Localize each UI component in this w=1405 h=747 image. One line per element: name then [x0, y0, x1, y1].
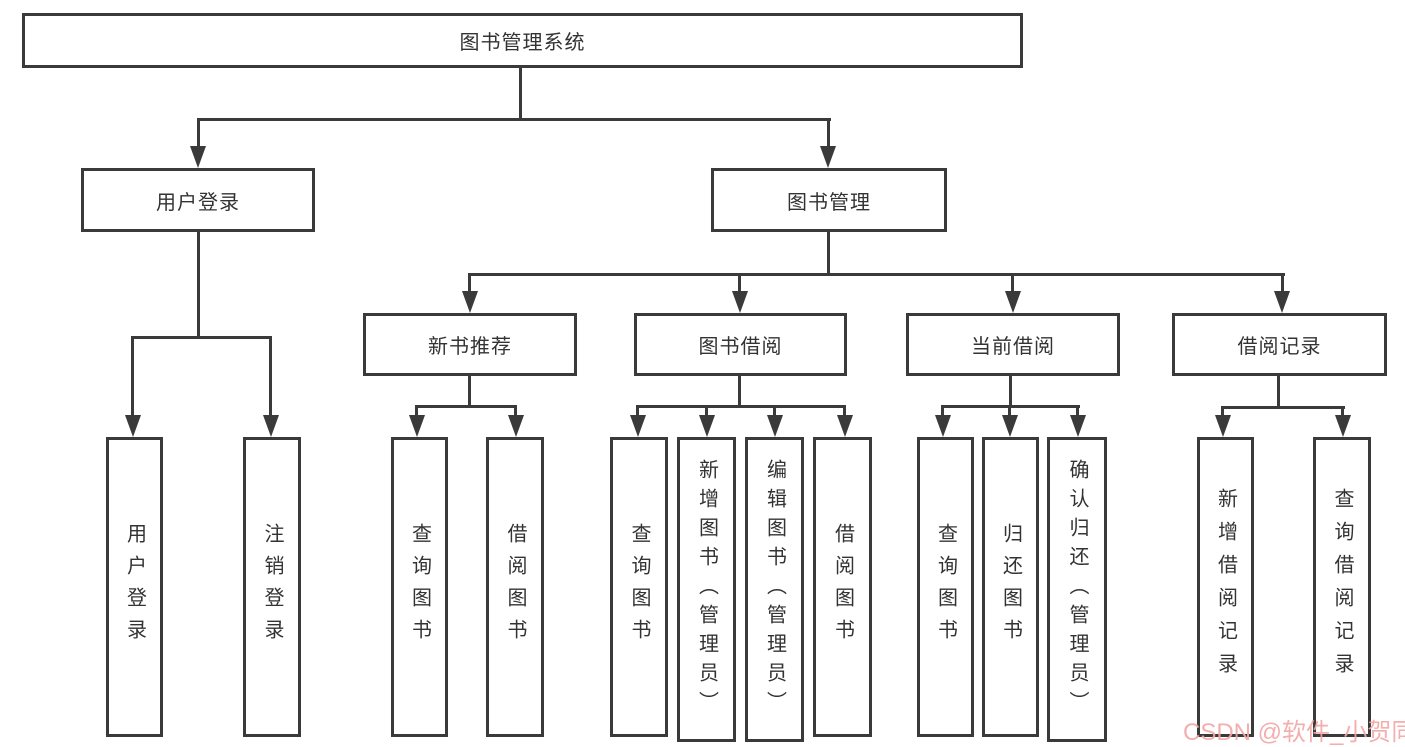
connector-book-borrowing-stub	[738, 376, 741, 408]
arrowhead	[767, 415, 783, 437]
connector-new-book-stub	[468, 376, 471, 408]
arrowhead	[508, 415, 524, 437]
leaf-edit-books-admin: 编辑图书（管理员）	[745, 437, 804, 742]
leaf-user-login: 用户登录	[106, 437, 163, 737]
leaf-label: 借阅图书	[504, 523, 526, 651]
leaf-query-books-current: 查询图书	[917, 437, 974, 737]
node-book-management: 图书管理	[711, 168, 947, 232]
leaf-label: 用户登录	[123, 523, 146, 651]
node-borrowing-records: 借阅记录	[1172, 313, 1387, 376]
leaf-label: 查询图书	[408, 523, 431, 651]
connector-drop-leaf	[705, 405, 708, 419]
connector-level2-branch	[468, 273, 1285, 276]
connector-borrowing-records-stub	[1277, 376, 1280, 409]
node-label: 图书管理	[787, 191, 871, 214]
leaf-borrow-books-recommend: 借阅图书	[486, 437, 544, 737]
connector-drop-leaf	[131, 336, 134, 418]
leaf-label: 查询借阅记录	[1331, 488, 1353, 686]
connector-drop-leaf	[514, 405, 517, 419]
node-library-system: 图书管理系统	[22, 13, 1023, 68]
connector-drop-leaf	[1341, 406, 1344, 419]
node-current-borrowing: 当前借阅	[906, 313, 1120, 376]
node-user-login: 用户登录	[81, 168, 315, 232]
arrowhead	[190, 146, 206, 168]
connector-user-login-stub	[197, 232, 200, 339]
node-label: 图书管理系统	[459, 32, 586, 54]
connector-drop-leaf	[773, 405, 776, 419]
connector-drop-leaf	[636, 405, 639, 419]
arrowhead	[1005, 291, 1021, 313]
leaf-return-books: 归还图书	[982, 437, 1039, 737]
connector-group1-branch	[131, 336, 272, 339]
arrowhead	[1335, 415, 1351, 437]
leaf-query-books-recommend: 查询图书	[391, 437, 448, 737]
connector-drop-new-book	[468, 273, 471, 295]
connector-current-borrowing-stub	[1009, 376, 1012, 408]
arrowhead	[462, 291, 478, 313]
watermark: CSDN @软件_小贺同学	[1183, 719, 1405, 746]
connector-drop-leaf	[1221, 406, 1224, 419]
leaf-label: 新增图书（管理员）	[695, 459, 718, 720]
leaf-label: 编辑图书（管理员）	[763, 459, 786, 720]
connector-drop-user-login	[197, 118, 200, 150]
connector-drop-book-borrowing	[738, 273, 741, 295]
leaf-query-books-borrowing: 查询图书	[610, 437, 668, 737]
arrowhead	[820, 146, 836, 168]
connector-group3-branch	[636, 405, 846, 408]
leaf-logout: 注销登录	[243, 437, 301, 737]
connector-root-stub	[519, 68, 522, 121]
arrowhead	[935, 415, 951, 437]
connector-group2-branch	[415, 405, 517, 408]
leaf-label: 归还图书	[999, 523, 1022, 651]
arrowhead	[1002, 415, 1018, 437]
leaf-query-borrow-record: 查询借阅记录	[1313, 437, 1371, 737]
leaf-confirm-return-admin: 确认归还（管理员）	[1047, 437, 1107, 742]
connector-book-management-stub	[827, 232, 830, 276]
leaf-label: 查询图书	[934, 523, 957, 651]
node-label: 当前借阅	[971, 336, 1055, 358]
arrowhead	[630, 415, 646, 437]
connector-drop-leaf	[1008, 405, 1011, 419]
node-label: 图书借阅	[698, 336, 783, 358]
arrowhead	[409, 415, 425, 437]
arrowhead	[1274, 291, 1290, 313]
node-label: 新书推荐	[428, 336, 512, 358]
arrowhead	[263, 415, 279, 437]
arrowhead	[1070, 415, 1086, 437]
arrowhead	[837, 415, 853, 437]
leaf-label: 确认归还（管理员）	[1066, 459, 1088, 720]
arrowhead	[732, 291, 748, 313]
node-label: 用户登录	[156, 191, 240, 214]
connector-drop-leaf	[269, 336, 272, 418]
arrowhead	[125, 415, 141, 437]
leaf-label: 注销登录	[261, 523, 283, 651]
leaf-add-borrow-record: 新增借阅记录	[1197, 437, 1254, 737]
arrowhead	[699, 415, 715, 437]
connector-drop-borrowing-records	[1281, 273, 1284, 295]
connector-drop-leaf	[415, 405, 418, 419]
connector-drop-current-borrowing	[1011, 273, 1014, 295]
leaf-borrow-books-borrowing: 借阅图书	[813, 437, 872, 737]
node-new-book-recommend: 新书推荐	[363, 313, 577, 376]
leaf-label: 查询图书	[628, 523, 650, 651]
arrowhead	[1215, 415, 1231, 437]
connector-drop-book-management	[827, 118, 830, 150]
node-book-borrowing: 图书借阅	[634, 313, 847, 376]
node-label: 借阅记录	[1237, 336, 1322, 358]
connector-group5-branch	[1221, 406, 1345, 409]
leaf-add-books-admin: 新增图书（管理员）	[677, 437, 736, 742]
leaf-label: 借阅图书	[831, 523, 854, 651]
leaf-label: 新增借阅记录	[1214, 488, 1237, 686]
connector-drop-leaf	[843, 405, 846, 419]
connector-level1-branch	[197, 118, 831, 121]
connector-drop-leaf	[941, 405, 944, 419]
connector-drop-leaf	[1076, 405, 1079, 419]
